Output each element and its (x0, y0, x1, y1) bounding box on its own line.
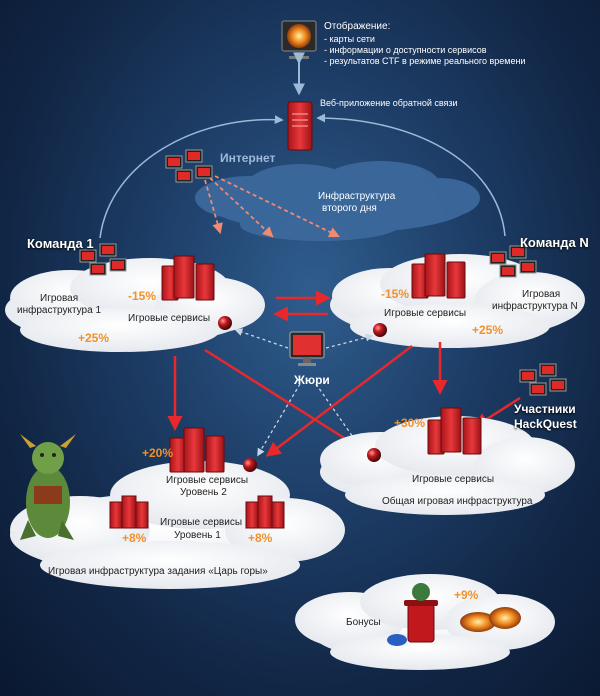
teamN-plus-pct: +25% (472, 323, 504, 337)
team1-infra-line2: инфраструктура 1 (17, 305, 102, 316)
hackquest-line2: HackQuest (514, 417, 577, 431)
display-item-results: - результатов CTF в режиме реального вре… (324, 56, 526, 66)
common-servers-icon (427, 407, 482, 455)
team1-plus-pct: +25% (78, 331, 110, 345)
king-level2-pct: +20% (142, 446, 174, 460)
common-flag-ball (367, 448, 381, 462)
goblin-mascot-icon (20, 434, 76, 540)
jury-label: Жюри (294, 373, 330, 387)
infra2-cloud (195, 161, 480, 241)
teamN-services: Игровые сервисы (384, 308, 467, 319)
hackquest-laptops-icon (519, 363, 567, 396)
display-monitor-icon (281, 20, 317, 59)
team1-services: Игровые сервисы (128, 313, 211, 324)
team1-name: Команда 1 (27, 236, 94, 251)
team1-servers-icon (161, 255, 215, 301)
teamN-feedback-arc (316, 113, 506, 237)
team1-flag-ball (218, 316, 232, 330)
common-infra: Общая игровая инфраструктура (382, 496, 533, 507)
king-level2-servers-icon (169, 427, 225, 473)
common-services: Игровые сервисы (412, 474, 495, 485)
common-cloud (320, 416, 575, 515)
king-cloud (10, 461, 345, 589)
teamN-minus-pct: -15% (381, 287, 410, 301)
king-level1-line1: Игровые сервисы (160, 517, 243, 528)
teamN-flag-ball (373, 323, 387, 337)
internet-laptops-icon (165, 149, 213, 183)
king-level2-line1: Игровые сервисы (166, 475, 249, 486)
trash-bin-icon (387, 583, 438, 646)
internet-label: Интернет (220, 151, 276, 165)
king-level1-pct-left: +8% (122, 531, 147, 545)
team1-laptops-icon (79, 243, 127, 276)
webapp-label: Веб-приложение обратной связи (320, 98, 458, 108)
fire-icon (460, 607, 521, 632)
display-item-availability: - информации о доступности сервисов (324, 45, 487, 55)
display-item-map: - карты сети (324, 34, 375, 44)
team1-minus-pct: -15% (128, 289, 157, 303)
teamN-laptops-icon (489, 245, 537, 278)
teamN-name: Команда N (520, 235, 589, 250)
attack-arrows (167, 342, 521, 457)
internet-links (204, 175, 340, 238)
king-level1-left-servers-icon (109, 495, 149, 529)
king-level1-pct-right: +8% (248, 531, 273, 545)
display-title: Отображение: (324, 21, 391, 32)
king-level1-line2: Уровень 1 (174, 530, 221, 541)
hackquest-line1: Участники (514, 402, 576, 416)
bonus-label: Бонусы (346, 617, 381, 628)
feedback-server-icon (287, 101, 313, 151)
teamN-servers-icon (411, 253, 466, 299)
teamN-infra-line2: инфраструктура N (492, 301, 578, 312)
infra2-line1: Инфраструктура (318, 191, 396, 202)
infra2-line2: второго дня (322, 203, 377, 214)
team1-feedback-arc (99, 115, 284, 239)
common-pct: +30% (394, 416, 426, 430)
teamN-infra-line1: Игровая (522, 289, 561, 300)
king-level1-right-servers-icon (245, 495, 285, 529)
king-level2-line2: Уровень 2 (180, 487, 227, 498)
king-flag-ball (243, 458, 257, 472)
team1-infra-line1: Игровая (40, 293, 79, 304)
jury-monitor-icon (289, 331, 325, 366)
king-infra: Игровая инфраструктура задания «Царь гор… (48, 566, 268, 577)
bonus-pct: +9% (454, 588, 479, 602)
